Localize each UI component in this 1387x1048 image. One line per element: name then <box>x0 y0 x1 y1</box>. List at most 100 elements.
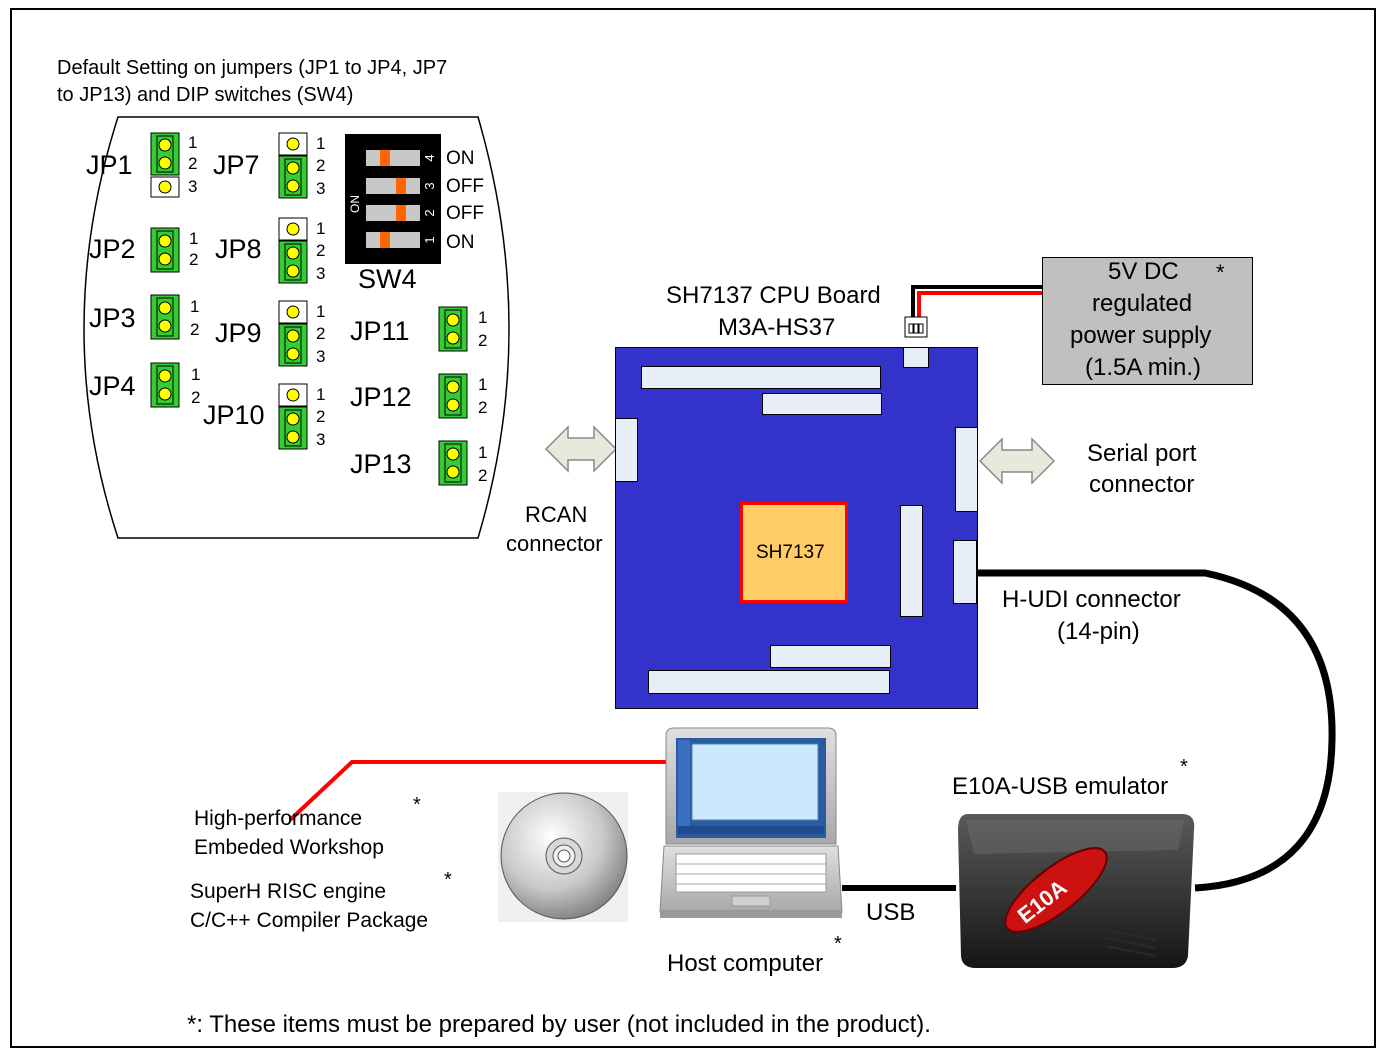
pin-num: 2 <box>191 388 201 407</box>
jumper-label-jp11: JP11 <box>350 316 410 346</box>
board-connector <box>762 393 882 415</box>
pin-num: 2 <box>316 156 326 175</box>
pin-num: 2 <box>316 407 326 426</box>
dip-switch-label: SW4 <box>358 264 417 294</box>
dip-on-marker: ON <box>348 195 362 213</box>
pin-num: 3 <box>316 179 326 198</box>
footnote: *: These items must be prepared by user … <box>187 1011 931 1038</box>
pin-num: 1 <box>478 308 488 327</box>
dip-num: 3 <box>422 182 437 189</box>
jumper-jp13 <box>438 440 468 486</box>
rcan-label-line1: RCAN <box>525 502 588 527</box>
pin-num: 1 <box>190 297 200 316</box>
pin-num: 2 <box>316 324 326 343</box>
jumper-label-jp2: JP2 <box>89 234 136 264</box>
dip-state-3: OFF <box>446 176 484 197</box>
board-connector <box>641 366 881 389</box>
jumper-label-jp7: JP7 <box>213 150 260 180</box>
dip-num: 4 <box>422 154 437 161</box>
compiler-label-line2: C/C++ Compiler Package <box>190 909 429 932</box>
jumper-label-jp8: JP8 <box>215 234 262 264</box>
jumper-jp1 <box>150 132 180 198</box>
dip-num: 2 <box>422 209 437 216</box>
hudi-label-line2: (14-pin) <box>1057 618 1140 645</box>
cpu-chip <box>740 502 848 603</box>
jumper-panel-title-line2: to JP13) and DIP switches (SW4) <box>57 84 354 106</box>
emulator-device: E10A <box>958 814 1195 968</box>
cpu-chip-label: SH7137 <box>756 542 825 563</box>
board-connector <box>900 505 923 617</box>
power-supply-line4: (1.5A min.) <box>1085 354 1202 381</box>
serial-label-line2: connector <box>1089 471 1195 498</box>
hew-label-line2: Embeded Workshop <box>194 836 384 859</box>
pin-num: 2 <box>190 320 200 339</box>
power-supply-box <box>1042 257 1253 385</box>
dip-num: 1 <box>422 236 437 243</box>
jumper-jp8 <box>278 217 308 284</box>
rcan-label-line2: connector <box>506 531 603 556</box>
compiler-label-line1: SuperH RISC engine <box>190 880 387 903</box>
dip-state-4: ON <box>446 148 475 169</box>
jumper-jp10 <box>278 383 308 450</box>
board-connector <box>903 347 929 368</box>
emulator-asterisk: * <box>1180 756 1188 778</box>
pin-num: 1 <box>188 133 198 152</box>
hudi-label-line1: H-UDI connector <box>1002 586 1181 613</box>
pin-num: 2 <box>478 331 488 350</box>
cd-icon <box>498 792 628 922</box>
host-computer-label: Host computer <box>667 950 824 977</box>
jumper-label-jp3: JP3 <box>89 303 136 333</box>
dip-state-2: OFF <box>446 203 484 224</box>
jumper-jp3 <box>150 294 180 340</box>
compiler-asterisk: * <box>444 869 452 891</box>
pin-num: 2 <box>478 398 488 417</box>
jumper-label-jp1: JP1 <box>86 150 133 180</box>
pin-num: 1 <box>316 385 326 404</box>
jumper-label-jp12: JP12 <box>350 382 412 412</box>
pin-num: 3 <box>316 347 326 366</box>
dip-state-1: ON <box>446 232 475 253</box>
jumper-jp11 <box>438 306 468 352</box>
laptop-icon <box>659 727 843 918</box>
jumper-jp9 <box>278 300 308 367</box>
power-supply-line1: 5V DC <box>1108 258 1179 285</box>
jumper-label-jp13: JP13 <box>350 449 412 479</box>
board-connector <box>648 670 890 694</box>
pin-num: 1 <box>316 302 326 321</box>
dip-switch-sw4: ON 4 3 2 1 <box>345 134 441 264</box>
emulator-label: E10A-USB emulator <box>952 773 1169 800</box>
pin-num: 1 <box>478 443 488 462</box>
jumper-jp2 <box>150 227 180 273</box>
pin-num: 1 <box>316 219 326 238</box>
power-supply-line2: regulated <box>1092 290 1193 317</box>
hew-label-line1: High-performance <box>194 807 363 830</box>
pin-num: 3 <box>316 264 326 283</box>
hudi-board-connector <box>953 540 977 604</box>
pin-num: 1 <box>191 365 201 384</box>
pin-num: 3 <box>188 177 198 196</box>
board-name-line1: SH7137 CPU Board <box>666 282 881 309</box>
pin-num: 2 <box>316 241 326 260</box>
power-supply-asterisk: * <box>1216 260 1225 285</box>
serial-label-line1: Serial port <box>1087 440 1197 467</box>
power-connector <box>904 316 928 338</box>
host-computer-asterisk: * <box>834 933 842 955</box>
jumper-panel-title-line1: Default Setting on jumpers (JP1 to JP4, … <box>57 57 448 79</box>
jumper-jp4 <box>150 362 180 408</box>
jumper-jp7 <box>278 132 308 199</box>
usb-label: USB <box>866 899 916 926</box>
board-name-line2: M3A-HS37 <box>718 314 836 341</box>
pin-num: 1 <box>189 229 199 248</box>
jumper-label-jp4: JP4 <box>89 371 136 401</box>
jumper-jp12 <box>438 373 468 419</box>
pin-num: 1 <box>316 134 326 153</box>
pin-num: 3 <box>316 430 326 449</box>
jumper-label-jp10: JP10 <box>203 400 265 430</box>
pin-num: 2 <box>188 154 198 173</box>
rcan-board-connector <box>615 418 638 482</box>
jumper-label-jp9: JP9 <box>215 318 262 348</box>
pin-num: 1 <box>478 375 488 394</box>
pin-num: 2 <box>189 250 199 269</box>
power-supply-line3: power supply <box>1070 322 1212 349</box>
